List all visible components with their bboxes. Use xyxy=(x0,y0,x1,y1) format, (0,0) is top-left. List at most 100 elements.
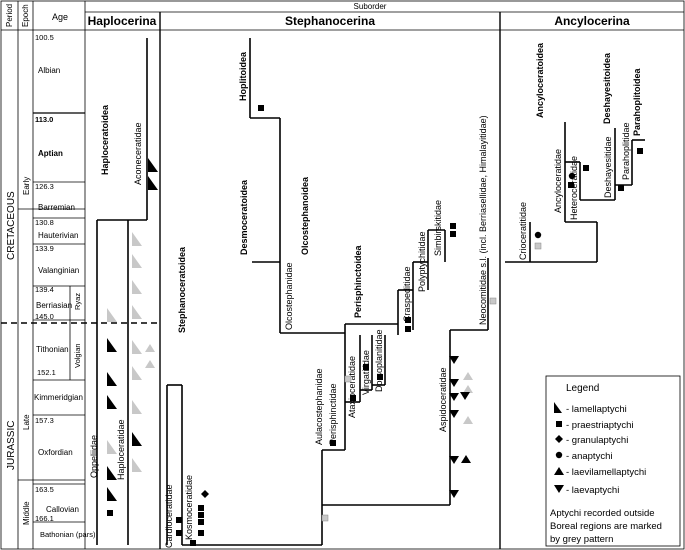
praestriaptychus-marker xyxy=(405,317,411,323)
family-dorsoplanitidae: Dorsoplanitidae xyxy=(374,329,384,392)
praestriaptychus-marker xyxy=(198,505,204,511)
superfamily-parahoplitoidea: Parahoplitoidea xyxy=(632,67,642,136)
laevaptychus-marker xyxy=(449,410,459,418)
lamellaptychus-marker xyxy=(132,305,142,319)
age-hauterivian: Hauterivian xyxy=(38,231,78,240)
laevilamellaptychus-marker xyxy=(461,455,471,463)
superfamily-hoplitoidea: Hoplitoidea xyxy=(238,51,248,101)
laevilamellaptychus-marker xyxy=(463,385,473,393)
praestriaptychus-marker xyxy=(568,182,574,188)
boundary-age: 100.5 xyxy=(35,33,54,42)
suborder-haplocerina: Haplocerina xyxy=(88,14,157,28)
family-oppeliidae: Oppeliidae xyxy=(89,435,99,478)
praestriaptychus-marker xyxy=(176,517,182,523)
praestriaptychus-marker xyxy=(450,223,456,229)
legend-title: Legend xyxy=(566,383,599,394)
legend-item-label: - laevilamellaptychi xyxy=(566,467,646,478)
legend-item-label: - anaptychi xyxy=(566,451,612,462)
lamellaptychus-marker xyxy=(107,395,117,409)
lamellaptychus-marker xyxy=(132,366,142,380)
family-labels: Oppeliidae Haploceratidae Aconeceratidae… xyxy=(89,115,631,548)
praestriaptychus-marker xyxy=(583,165,589,171)
superfamily-desmoceratoidea: Desmoceratoidea xyxy=(239,179,249,255)
age-header: Age xyxy=(52,12,68,22)
family-aulacostephanidae: Aulacostephanidae xyxy=(314,368,324,445)
age-labels: Albian Aptian Barremian Hauterivian Vala… xyxy=(34,66,96,539)
praestriaptychus-marker xyxy=(534,242,542,250)
lineage-lines xyxy=(96,38,645,546)
legend-item-label: - granulaptychi xyxy=(566,435,628,446)
legend-lamellaptychus-symbol xyxy=(554,402,562,413)
family-polyptychitidae: Polyptychitidae xyxy=(417,231,427,292)
age-valanginian: Valanginian xyxy=(38,266,79,275)
laevaptychus-marker xyxy=(449,379,459,387)
period-header: Period xyxy=(5,4,14,27)
praestriaptychus-marker xyxy=(344,375,352,383)
anaptychus-marker xyxy=(568,172,576,180)
family-deshayesitidae: Deshayesitidae xyxy=(603,136,613,198)
laevaptychus-marker xyxy=(449,393,459,401)
praestriaptychus-marker xyxy=(107,510,113,516)
period-jurassic: JURASSIC xyxy=(6,421,17,470)
legend-praestriaptychus-symbol xyxy=(556,421,562,427)
boundary-age: 126.3 xyxy=(35,182,54,191)
lamellaptychus-marker xyxy=(107,466,117,480)
praestriaptychus-marker xyxy=(405,326,411,332)
suborder-ancylocerina: Ancylocerina xyxy=(554,14,630,28)
family-ancyloceratidae: Ancyloceratidae xyxy=(553,149,563,213)
praestriaptychus-marker xyxy=(377,374,383,380)
legend-note-line: Boreal regions are marked xyxy=(550,521,662,532)
aptychi-markers xyxy=(107,105,643,546)
family-crioceratitidae: Crioceratitidae xyxy=(518,202,528,260)
laevaptychus-marker xyxy=(460,392,470,400)
legend-item-label: - praestriaptychi xyxy=(566,420,634,431)
age-albian: Albian xyxy=(38,66,60,75)
praestriaptychus-marker xyxy=(350,395,356,401)
superfamily-labels: Haploceratoidea Stephanoceratoidea Hopli… xyxy=(100,42,642,333)
legend-granulaptychus-symbol xyxy=(555,435,563,443)
praestriaptychus-marker xyxy=(198,530,204,536)
lamellaptychus-marker xyxy=(132,254,142,268)
legend-note-line: by grey pattern xyxy=(550,534,613,545)
praestriaptychus-marker xyxy=(489,297,497,305)
praestriaptychus-marker xyxy=(618,185,624,191)
praestriaptychus-marker xyxy=(637,148,643,154)
age-aptian: Aptian xyxy=(38,149,63,158)
granulaptychus-marker xyxy=(201,490,209,498)
lamellaptychus-marker xyxy=(107,338,117,352)
praestriaptychus-marker xyxy=(198,512,204,518)
laevaptychus-marker xyxy=(449,456,459,464)
age-bathonian: Bathonian (pars) xyxy=(40,530,96,539)
praestriaptychus-marker xyxy=(450,231,456,237)
lamellaptychus-marker xyxy=(132,400,142,414)
lamellaptychus-marker xyxy=(132,340,142,354)
family-aconeceratidae: Aconeceratidae xyxy=(133,122,143,185)
boundary-age: 152.1 xyxy=(37,368,56,377)
family-simbirskitidae: Simbirskitidae xyxy=(433,200,443,256)
boundary-age: 166.1 xyxy=(35,514,54,523)
boundary-age: 163.5 xyxy=(35,485,54,494)
lamellaptychus-marker xyxy=(148,176,158,190)
lamellaptychus-marker xyxy=(132,280,142,294)
laevaptychus-marker xyxy=(449,356,459,364)
laevilamellaptychus-marker xyxy=(145,344,155,352)
epoch-early: Early xyxy=(22,177,31,195)
legend-anaptychus-symbol xyxy=(555,451,563,459)
family-perisphinctidae: Perisphinctidae xyxy=(328,383,338,445)
lamellaptychus-marker xyxy=(132,232,142,246)
legend-item-label: - lamellaptychi xyxy=(566,404,627,415)
family-virgatitidae: Virgatitidae xyxy=(361,350,371,395)
legend: Legend - lamellaptychi - praestriaptychi… xyxy=(545,375,681,547)
family-olcostephanidae: Olcostephanidae xyxy=(284,262,294,330)
anaptychus-marker xyxy=(534,231,542,239)
period-cretaceous: CRETACEOUS xyxy=(6,191,17,260)
laevilamellaptychus-marker xyxy=(145,360,155,368)
superfamily-perisphinctoidea: Perisphinctoidea xyxy=(353,244,363,318)
praestriaptychus-marker xyxy=(190,540,196,546)
substage-volgian: Volgian xyxy=(73,343,82,368)
laevilamellaptychus-marker xyxy=(463,372,473,380)
age-kimmeridgian: Kimmeridgian xyxy=(34,393,83,402)
family-neocomitidae: Neocomitidae s.l. (incl. Berriasellidae,… xyxy=(478,115,488,325)
family-craspeditidae: Craspeditidae xyxy=(402,266,412,322)
